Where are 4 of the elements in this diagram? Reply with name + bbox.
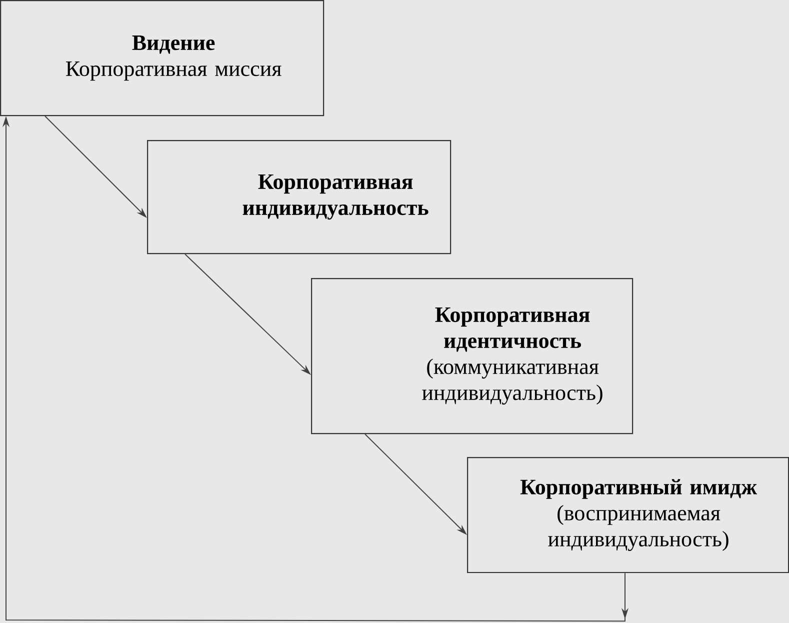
- process-box: Корпоративная идентичность (коммуникативная индивидуальность): [311, 278, 634, 434]
- process-box: Корпоративный имидж (воспринимаемая индивидуальность): [467, 457, 789, 574]
- process-box: Корпоративная индивидуальность: [147, 140, 452, 254]
- process-box: Видение Корпоративная миссия: [0, 0, 324, 116]
